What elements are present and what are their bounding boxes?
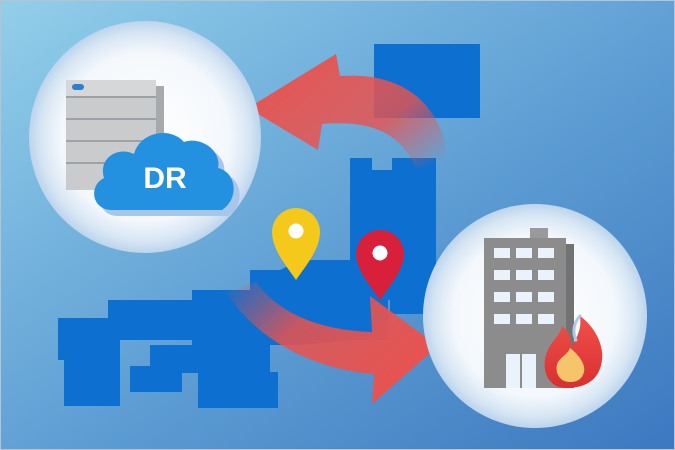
red-pin-icon <box>356 230 404 300</box>
yellow-pin-icon <box>272 208 320 280</box>
building-bubble <box>423 204 647 428</box>
arrow-to-site <box>226 282 438 404</box>
arrow-to-dr <box>248 54 448 168</box>
dr-bubble: DR <box>29 21 261 253</box>
fire-icon <box>544 314 603 388</box>
cloud-icon: DR <box>94 132 240 216</box>
dr-label: DR <box>143 162 187 195</box>
